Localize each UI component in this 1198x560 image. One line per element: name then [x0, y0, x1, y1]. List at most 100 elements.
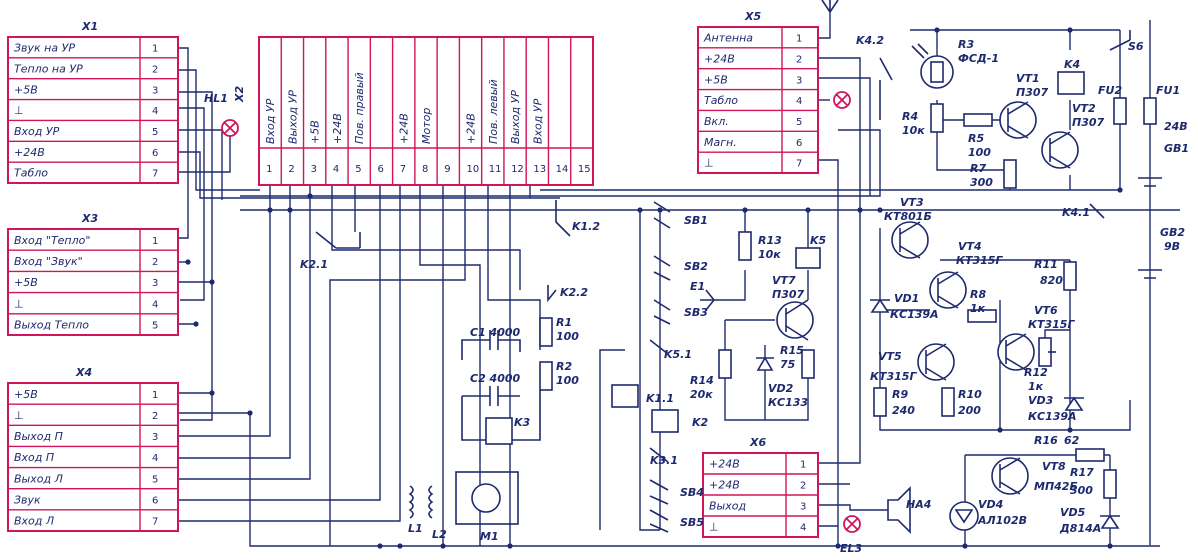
- zener-vd2: VD2 КС133: [756, 356, 808, 409]
- svg-text:VT3: VT3: [900, 196, 924, 209]
- svg-text:R8: R8: [970, 288, 986, 301]
- resistor-r9: R9 240: [873, 387, 915, 417]
- x2-column-label: +5В: [309, 120, 322, 144]
- x3-row-label: Вход "Звук": [14, 255, 83, 268]
- svg-text:SB5: SB5: [680, 516, 704, 529]
- svg-text:КТ315Г: КТ315Г: [870, 370, 917, 383]
- resistor-r11: R11 820: [1034, 258, 1077, 291]
- relay-k1-1: K1.1: [611, 384, 674, 408]
- svg-text:GB1: GB1: [1164, 142, 1189, 155]
- svg-text:FU1: FU1: [1156, 84, 1180, 97]
- x2-column-pin: 7: [400, 164, 406, 175]
- svg-text:Д814А: Д814А: [1059, 522, 1101, 535]
- x6-row-pin: 2: [800, 481, 806, 492]
- resistor-r10: R10 200: [941, 387, 982, 417]
- relay-contact-k3-1: K3.1: [649, 447, 678, 467]
- x3-row-label: +5В: [14, 276, 38, 289]
- x1-row-label: Табло: [14, 167, 48, 180]
- battery-gb1: 24В GB1: [1138, 120, 1189, 187]
- svg-text:K3: K3: [514, 416, 531, 429]
- svg-text:240: 240: [892, 404, 915, 417]
- x3-row-pin: 3: [152, 278, 158, 289]
- relay-contact-k5-1: K5.1: [649, 339, 692, 361]
- x2-column-pin: 8: [422, 164, 428, 175]
- switch-s6: S6: [1109, 30, 1144, 53]
- x2-column-pin: 4: [333, 164, 339, 175]
- svg-text:E1: E1: [690, 280, 705, 293]
- svg-text:L2: L2: [432, 528, 447, 541]
- svg-text:R9: R9: [892, 388, 908, 401]
- antenna-symbol: [821, 0, 839, 13]
- x2-column-pin: 6: [377, 164, 383, 175]
- x5-row-label: Вкл.: [704, 115, 729, 128]
- x5-row-pin: 3: [796, 75, 802, 86]
- x5-row-pin: 1: [796, 34, 802, 45]
- x1-row-pin: 1: [152, 44, 158, 55]
- x1-row-label: Звук на УР: [14, 42, 75, 55]
- x4-row-label: Выход П: [14, 430, 63, 443]
- fuse-fu1: FU1: [1143, 84, 1180, 125]
- svg-text:VD4: VD4: [978, 498, 1003, 511]
- svg-text:9В: 9В: [1164, 240, 1180, 253]
- svg-text:R17: R17: [1070, 466, 1094, 479]
- x2-column-pin: 13: [533, 164, 546, 175]
- button-sb5: SB5: [649, 509, 704, 533]
- x4-row-pin: 5: [152, 474, 158, 485]
- svg-text:K4: K4: [1064, 58, 1080, 71]
- resistor-r7: R7 300: [970, 159, 1017, 189]
- x5-row-label: +5В: [704, 73, 728, 86]
- x6-row-pin: 1: [800, 460, 806, 471]
- svg-text:K3.1: K3.1: [650, 454, 678, 467]
- x4-row-label: +5В: [14, 388, 38, 401]
- x6-row-label: Выход: [709, 500, 746, 513]
- svg-text:SB2: SB2: [684, 260, 708, 273]
- x4-row-pin: 7: [152, 517, 158, 528]
- svg-text:C1 4000: C1 4000: [470, 326, 521, 339]
- battery-gb2: GB2 9В: [1138, 226, 1185, 279]
- lamp-el3: EL3: [840, 515, 863, 555]
- capacitor-c1: C1 4000: [461, 326, 521, 360]
- x1-row-pin: 4: [152, 106, 158, 117]
- button-sb2: SB2: [653, 255, 708, 281]
- svg-text:R4: R4: [902, 110, 918, 123]
- x1-row-pin: 5: [152, 127, 158, 138]
- svg-text:FU2: FU2: [1098, 84, 1122, 97]
- svg-text:K4.1: K4.1: [1062, 206, 1090, 219]
- transistor-vt4: VT4 КТ315Г: [929, 240, 1003, 309]
- svg-text:МП42Б: МП42Б: [1034, 480, 1078, 493]
- x2-column-pin: 5: [355, 164, 361, 175]
- svg-text:K2.1: K2.1: [300, 258, 328, 271]
- svg-text:VT2: VT2: [1072, 102, 1096, 115]
- buzzer-ha4: HA4: [887, 486, 931, 534]
- x2-column-pin: 11: [489, 164, 502, 175]
- svg-text:820: 820: [1040, 274, 1063, 287]
- x2-column-label: Пов. левый: [487, 79, 500, 144]
- inductor-l2: L2: [428, 485, 447, 541]
- x3-row-label: Выход Тепло: [14, 319, 89, 332]
- svg-text:75: 75: [780, 358, 796, 371]
- resistor-r17: R17 300: [1070, 466, 1117, 499]
- svg-text:K5: K5: [810, 234, 827, 247]
- svg-text:10к: 10к: [902, 124, 925, 137]
- svg-text:ФСД-1: ФСД-1: [958, 52, 999, 65]
- button-sb4: SB4: [649, 479, 704, 505]
- transistor-vt2: VT2 П307: [1041, 102, 1105, 169]
- x6-row-label: ⊥: [709, 521, 719, 534]
- transistor-vt3: VT3 КТ801Б: [884, 196, 932, 259]
- x5-row-pin: 2: [796, 54, 802, 65]
- resistor-r1: R1 100: [539, 316, 579, 347]
- svg-text:62: 62: [1064, 434, 1080, 447]
- capacitor-c2: C2 4000: [462, 372, 521, 406]
- resistor-r15: R15 75: [780, 344, 815, 379]
- svg-text:КТ801Б: КТ801Б: [884, 210, 932, 223]
- x2-column-pin: 1: [266, 164, 272, 175]
- x3-row-pin: 4: [152, 299, 158, 310]
- x4-row-pin: 4: [152, 453, 158, 464]
- svg-text:300: 300: [970, 176, 993, 189]
- relay-contact-k2-2: K2.2: [547, 285, 588, 303]
- transistor-vt7: VT7 П307: [772, 274, 814, 341]
- x2-column-label: Пов. правый: [353, 72, 366, 144]
- x6-row-label: +24В: [709, 458, 740, 471]
